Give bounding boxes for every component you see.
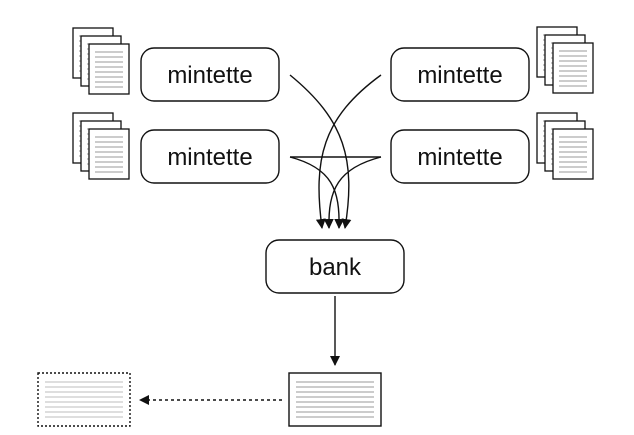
ledger-block-icon <box>288 372 382 427</box>
node-label: mintette <box>167 144 252 171</box>
node-label: mintette <box>417 62 502 89</box>
edge-bottom-left-to-bank <box>289 156 345 229</box>
document-stack-icon <box>537 113 593 179</box>
edge-top-right-to-bank <box>315 74 382 229</box>
node-label: mintette <box>167 62 252 89</box>
mintette-node-bottom-left: mintette <box>140 129 280 184</box>
mintette-node-bottom-right: mintette <box>390 129 530 184</box>
pending-block-icon <box>37 372 131 427</box>
mintette-node-top-right: mintette <box>390 47 530 102</box>
node-label: bank <box>309 254 362 281</box>
document-stack-icon <box>73 113 129 179</box>
mintette-node-top-left: mintette <box>140 47 280 102</box>
document-stack-icon <box>73 28 129 94</box>
node-label: mintette <box>417 144 502 171</box>
document-stack-icon <box>537 27 593 93</box>
edge-bottom-right-to-bank <box>323 156 382 229</box>
bank-node: bank <box>265 239 405 294</box>
edge-top-left-to-bank <box>289 74 352 229</box>
